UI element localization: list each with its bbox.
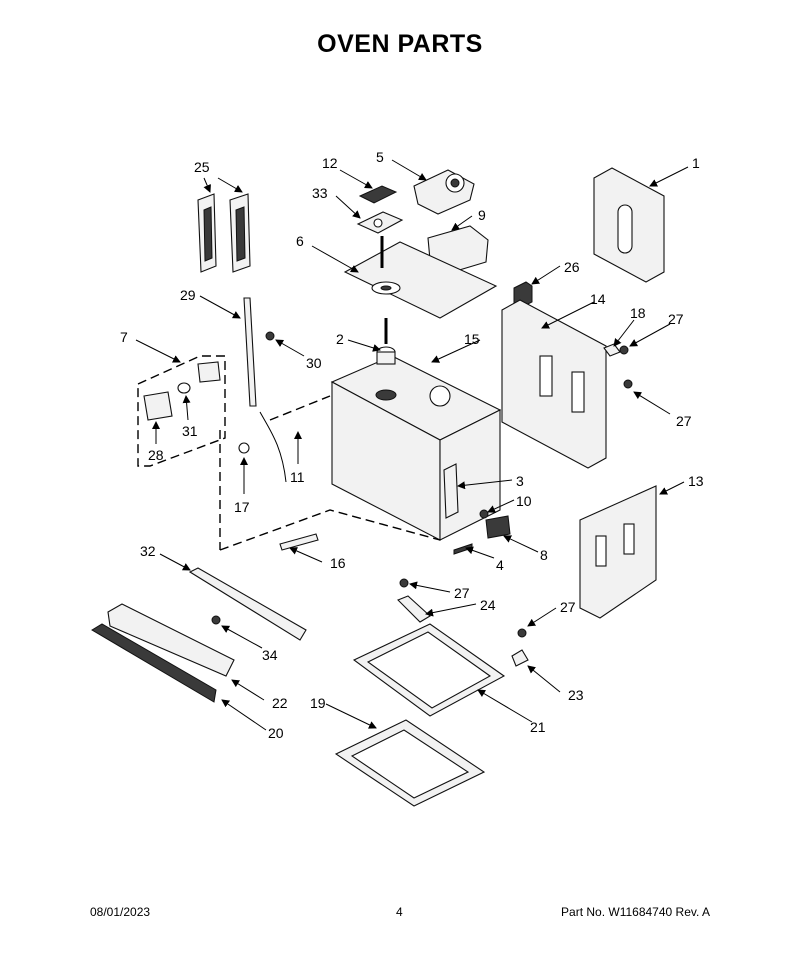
part-22-trim	[107, 603, 235, 677]
footer-page-number: 4	[396, 905, 403, 919]
callout-34: 34	[262, 647, 278, 663]
part-3-element	[443, 463, 459, 519]
part-19-outer-door	[334, 719, 486, 807]
part-32-strip	[188, 567, 307, 641]
part-25-side-panels	[197, 193, 251, 273]
callout-5: 5	[376, 149, 384, 165]
callout-23: 23	[568, 687, 584, 703]
page-title: OVEN PARTS	[317, 30, 483, 58]
part-27-screws	[399, 345, 633, 638]
callout-25: 25	[194, 159, 210, 175]
part-10-screw	[479, 509, 489, 519]
footer-part-number: Part No. W11684740 Rev. A	[561, 905, 710, 919]
part-31-bulb	[177, 382, 191, 394]
footer-date: 08/01/2023	[90, 905, 151, 919]
callout-26: 26	[564, 259, 580, 275]
part-28-light-lens	[143, 391, 173, 421]
callout-10: 10	[516, 493, 532, 509]
part-13-side-panel	[579, 485, 657, 619]
part-23-bracket	[511, 649, 529, 667]
callout-22: 22	[272, 695, 288, 711]
part-14-rear-panel	[501, 299, 607, 469]
callout-14: 14	[590, 291, 606, 307]
callout-13: 13	[688, 473, 704, 489]
part-7-kit-box	[137, 355, 226, 467]
part-light-socket	[197, 361, 221, 383]
part-33-plate	[356, 211, 404, 234]
callout-29: 29	[180, 287, 196, 303]
callout-11: 11	[290, 469, 305, 485]
part-21-inner-door	[352, 623, 506, 717]
callout-24: 24	[480, 597, 496, 613]
callout-21: 21	[530, 719, 546, 735]
callout-7: 7	[120, 329, 128, 345]
callout-2: 2	[336, 331, 344, 347]
part-17-fitting	[238, 442, 250, 454]
leader-lines	[135, 159, 689, 731]
part-11-wire	[259, 411, 287, 483]
callout-20: 20	[268, 725, 284, 741]
callout-27d: 27	[560, 599, 576, 615]
callout-3: 3	[516, 473, 524, 489]
part-20-vent-trim	[91, 623, 217, 703]
callout-18: 18	[630, 305, 646, 321]
part-29-rod	[243, 297, 257, 407]
callout-6: 6	[296, 233, 304, 249]
part-8-vent	[485, 515, 511, 539]
callout-32: 32	[140, 543, 156, 559]
callout-33: 33	[312, 185, 328, 201]
callout-17: 17	[234, 499, 250, 515]
part-16-probe	[279, 533, 319, 551]
callout-27c: 27	[454, 585, 470, 601]
callout-31: 31	[182, 423, 198, 439]
part-34-screw	[211, 615, 221, 625]
callout-27a: 27	[668, 311, 684, 327]
callout-12: 12	[322, 155, 338, 171]
callout-4: 4	[496, 557, 504, 573]
callout-9: 9	[478, 207, 486, 223]
part-12-bracket	[358, 185, 398, 204]
part-2-coupling	[376, 346, 396, 365]
callout-28: 28	[148, 447, 164, 463]
callout-16: 16	[330, 555, 346, 571]
callout-27b: 27	[676, 413, 692, 429]
callout-30: 30	[306, 355, 322, 371]
callout-8: 8	[540, 547, 548, 563]
part-24-bracket	[397, 595, 431, 623]
callout-15: 15	[464, 331, 480, 347]
part-5-convection-motor	[413, 169, 475, 215]
callout-19: 19	[310, 695, 326, 711]
part-15-oven-cavity	[330, 355, 502, 541]
part-30-screw	[265, 331, 275, 341]
callout-1: 1	[692, 155, 700, 171]
callout-labels: 1 2 3 4 5 6 7 8 9 10 11 12 13 14 15 16 1…	[120, 149, 704, 741]
part-1-rear-panel	[593, 167, 665, 283]
